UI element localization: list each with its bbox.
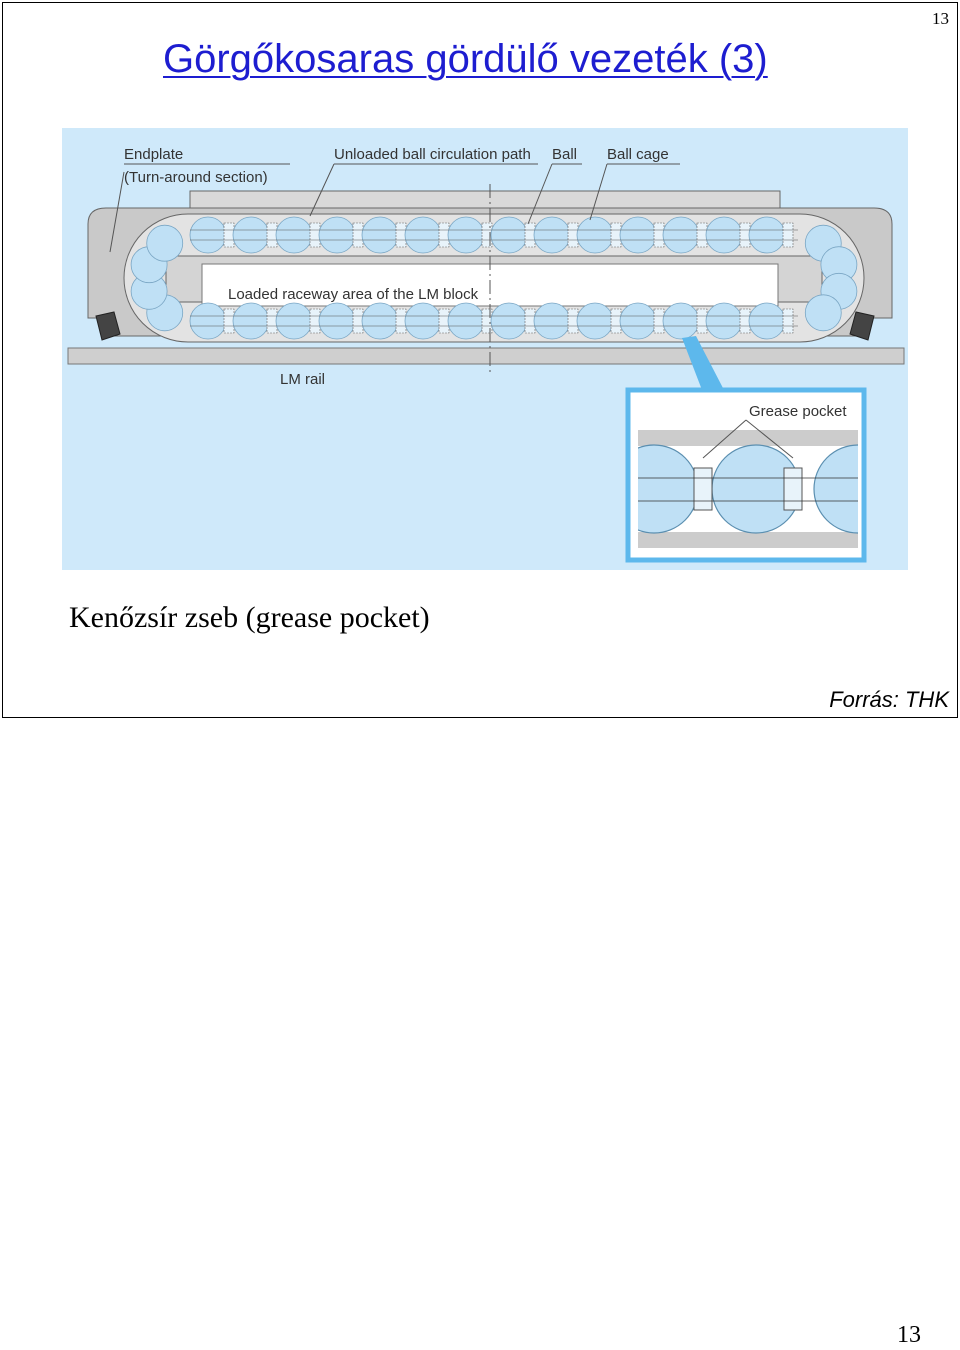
ball [361, 302, 399, 340]
ball-cage-spacer [524, 222, 536, 248]
ball-cage-spacer [567, 308, 579, 334]
lm-rail [67, 347, 905, 365]
turn-around-label: (Turn-around section) [124, 169, 268, 186]
ball-leader [527, 163, 553, 225]
ball-chain [130, 216, 858, 340]
ball-cage-spacer [266, 308, 278, 334]
inset-spacer [693, 467, 713, 511]
ball [748, 216, 786, 254]
ball [146, 224, 184, 262]
lm-rail-label: LM rail [280, 371, 325, 388]
lm-guide-diagram: Loaded raceway area of the LM block LM r… [62, 128, 908, 570]
ball-cage-spacer [653, 308, 665, 334]
ball [447, 302, 485, 340]
ball-cage-spacer [438, 308, 450, 334]
ball [705, 302, 743, 340]
ball [490, 216, 528, 254]
ball [533, 216, 571, 254]
ball [189, 302, 227, 340]
ball [576, 302, 614, 340]
source-credit: Forrás: THK [829, 687, 949, 712]
ball [490, 302, 528, 340]
endplate-leader [109, 171, 125, 253]
ball-cage-spacer [524, 308, 536, 334]
endplate-label: Endplate [124, 146, 183, 163]
grease-leader [702, 419, 747, 459]
ball-cage-spacer [782, 308, 794, 334]
ball [232, 216, 270, 254]
ball-cage-spacer [653, 222, 665, 248]
ball-cage-spacer [567, 222, 579, 248]
ball-cage-spacer [352, 222, 364, 248]
diagram-svg: Loaded raceway area of the LM block LM r… [62, 128, 908, 570]
slide-title: Görgőkosaras gördülő vezeték (3) [163, 37, 768, 81]
inset-lower-rail [638, 532, 858, 548]
ball-cage-spacer [223, 222, 235, 248]
ball-cage-spacer [352, 308, 364, 334]
inset-spacer [783, 467, 803, 511]
ball [576, 216, 614, 254]
ball-cage-spacer [223, 308, 235, 334]
ball-cage-leader [589, 163, 608, 221]
ball-cage-spacer [739, 308, 751, 334]
left-seal [95, 311, 121, 341]
loaded-raceway-label: Loaded raceway area of the LM block [228, 286, 479, 303]
ball [447, 216, 485, 254]
ball-cage-spacer [395, 308, 407, 334]
ball-cage-spacer [309, 222, 321, 248]
ball [404, 216, 442, 254]
ball-cage-spacer [610, 308, 622, 334]
ball [705, 216, 743, 254]
ball-cage-spacer [782, 222, 794, 248]
caption: Kenőzsír zseb (grease pocket) [69, 601, 430, 634]
ball-cage-spacer [739, 222, 751, 248]
page-number: 13 [897, 1322, 921, 1348]
ball [318, 302, 356, 340]
ball-cage-label: Ball cage [607, 146, 669, 163]
ball [189, 216, 227, 254]
ball-label: Ball [552, 146, 577, 163]
ball [275, 216, 313, 254]
slide-number: 13 [932, 9, 949, 28]
unloaded-path-label: Unloaded ball circulation path [334, 146, 531, 163]
ball-cage-spacer [266, 222, 278, 248]
ball-cage-spacer [610, 222, 622, 248]
ball-cage-spacer [309, 308, 321, 334]
right-seal [849, 311, 875, 341]
ball [662, 302, 700, 340]
grease-leader [745, 419, 794, 459]
grease-pocket-inset: Grease pocket [625, 387, 867, 563]
ball [662, 216, 700, 254]
inset-ball [813, 444, 858, 534]
ball [361, 216, 399, 254]
ball-cage-spacer [696, 222, 708, 248]
ball [404, 302, 442, 340]
ball [619, 302, 657, 340]
ball [748, 302, 786, 340]
lm-block-top-plate [189, 190, 781, 209]
inset-upper-rail [638, 430, 858, 446]
unloaded-leader [309, 163, 335, 217]
callout-pointer [682, 336, 724, 390]
ball-cage-spacer [395, 222, 407, 248]
slide-frame: Görgőkosaras gördülő vezeték (3) 13 Load… [2, 2, 958, 718]
ball [804, 294, 842, 332]
ball [275, 302, 313, 340]
ball [318, 216, 356, 254]
ball-cage-spacer [438, 222, 450, 248]
ball [232, 302, 270, 340]
ball [619, 216, 657, 254]
grease-pocket-label: Grease pocket [749, 403, 847, 420]
ball [533, 302, 571, 340]
ball-cage-spacer [696, 308, 708, 334]
